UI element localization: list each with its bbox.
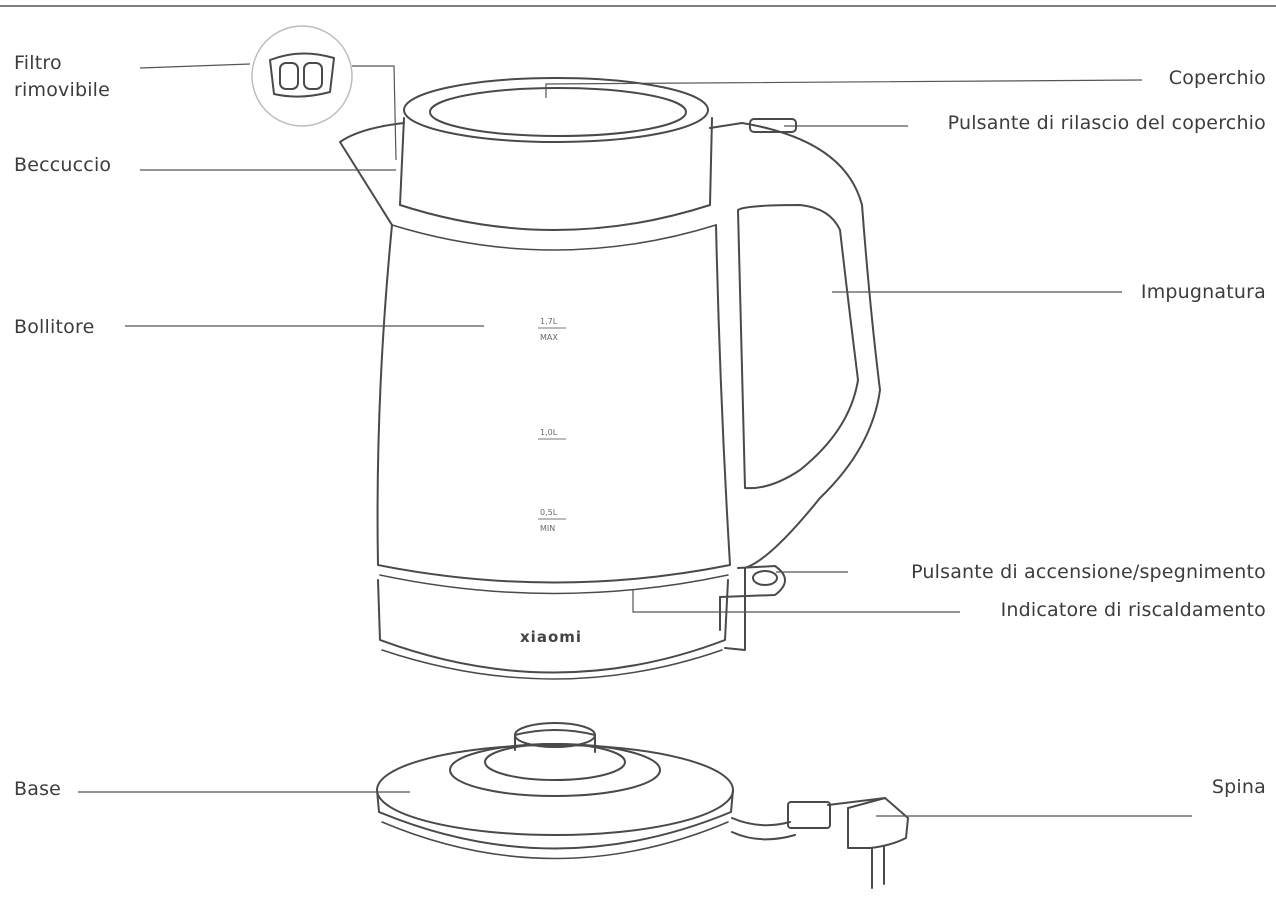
label-accensione: Pulsante di accensione/spegnimento (911, 561, 1266, 583)
label-bollitore: Bollitore (14, 316, 95, 338)
leader-coperchio (545, 79, 1143, 98)
label-impugnatura: Impugnatura (1140, 281, 1266, 303)
label-base: Base (14, 778, 62, 800)
label-indicatore: Indicatore di riscaldamento (1000, 599, 1266, 621)
leader-lines (78, 63, 1192, 817)
leader-filtro-spout (352, 65, 397, 161)
leader-filtro (139, 63, 251, 69)
leader-indicatore (632, 590, 960, 613)
filter-inset (251, 25, 353, 127)
label-filtro-rimovibile: Filtro rimovibile (14, 50, 154, 104)
marking-max-text: MAX (540, 333, 558, 342)
base-illustration (376, 722, 909, 889)
label-coperchio: Coperchio (1168, 67, 1266, 89)
marking-mid-volume: 1,0L (540, 428, 558, 437)
marking-max-volume: 1,7L (540, 317, 558, 326)
label-filtro-line1: Filtro (14, 52, 62, 74)
kettle-illustration (339, 77, 881, 680)
label-filtro-line2: rimovibile (14, 79, 111, 101)
level-markings: 1,7L MAX 1,0L 0,5L MIN (538, 317, 566, 533)
marking-min-text: MIN (540, 524, 555, 533)
label-beccuccio: Beccuccio (14, 154, 112, 176)
marking-min-volume: 0,5L (540, 508, 558, 517)
label-pulsante-rilascio: Pulsante di rilascio del coperchio (947, 112, 1266, 134)
brand-logo: xiaomi (520, 628, 582, 646)
label-spina: Spina (1211, 776, 1266, 798)
